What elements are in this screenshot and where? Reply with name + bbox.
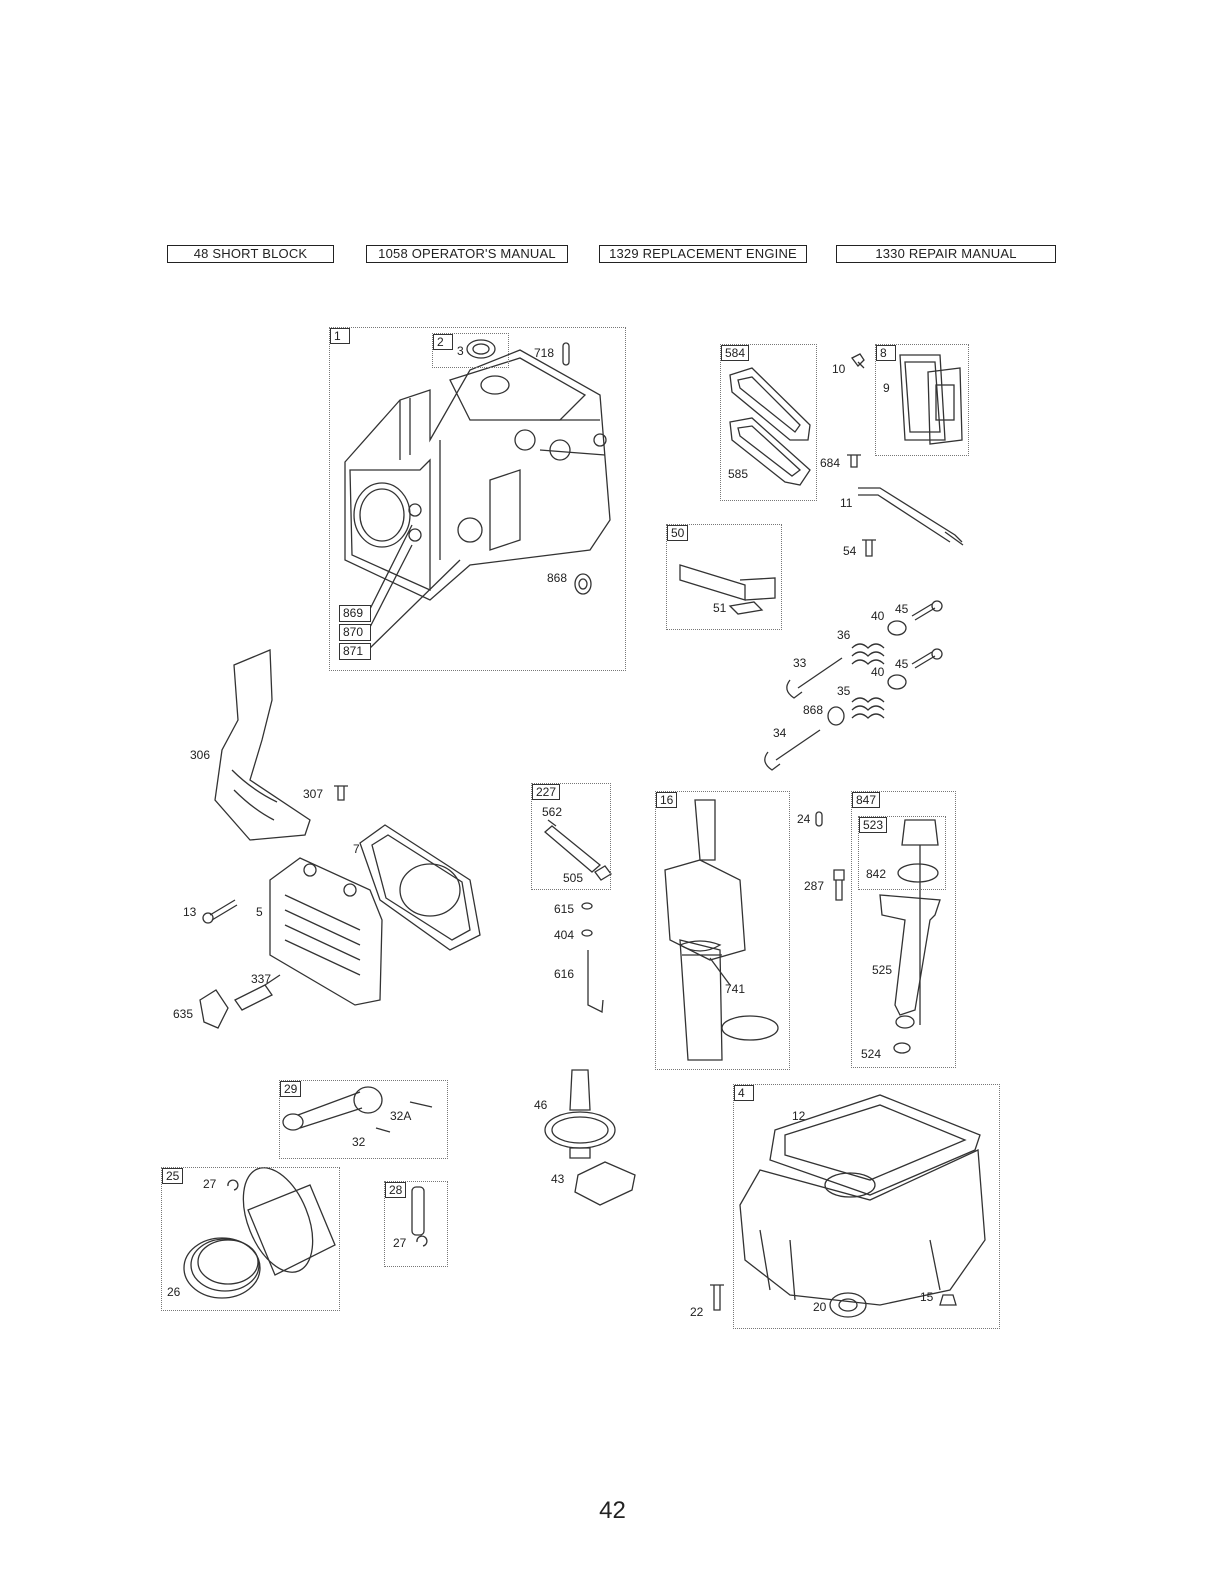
group-tag: 29 xyxy=(280,1081,301,1097)
callout-5: 5 xyxy=(256,906,263,919)
callout-562: 562 xyxy=(542,806,562,819)
group-tag: 50 xyxy=(667,525,688,541)
callout-27: 27 xyxy=(203,1178,216,1191)
callout-3: 3 xyxy=(457,345,464,358)
callout-635: 635 xyxy=(173,1008,193,1021)
group-tag: 847 xyxy=(852,792,880,808)
callout-11: 11 xyxy=(840,497,852,510)
callout-505: 505 xyxy=(563,872,583,885)
callout-43: 43 xyxy=(551,1173,564,1186)
callout-307: 307 xyxy=(303,788,323,801)
callout-26: 26 xyxy=(167,1286,180,1299)
group-tag: 8 xyxy=(876,345,896,361)
group-tag: 25 xyxy=(162,1168,183,1184)
group-tag: 28 xyxy=(385,1182,406,1198)
callout-32: 32 xyxy=(352,1136,365,1149)
callout-40: 40 xyxy=(871,610,884,623)
callout-404: 404 xyxy=(554,929,574,942)
group-seal: 2 xyxy=(432,333,509,368)
group-wrist-pin: 28 xyxy=(384,1181,448,1267)
group-crankshaft: 16 xyxy=(655,791,790,1070)
callout-51: 51 xyxy=(713,602,726,615)
callout-40: 40 xyxy=(871,666,884,679)
callout-33: 33 xyxy=(793,657,806,670)
group-tag: 2 xyxy=(433,334,453,350)
callout-32a: 32A xyxy=(390,1110,411,1123)
callout-524: 524 xyxy=(861,1048,881,1061)
callout-684: 684 xyxy=(820,457,840,470)
callout-54: 54 xyxy=(843,545,856,558)
valves-drawing xyxy=(765,601,942,770)
cylinder-head-drawing xyxy=(270,858,382,1005)
callout-870: 870 xyxy=(339,624,371,641)
callout-616: 616 xyxy=(554,968,574,981)
callout-10: 10 xyxy=(832,363,845,376)
callout-12: 12 xyxy=(792,1110,805,1123)
group-tag: 584 xyxy=(721,345,749,361)
callout-15: 15 xyxy=(920,1291,933,1304)
callout-615: 615 xyxy=(554,903,574,916)
callout-45: 45 xyxy=(895,658,908,671)
callout-36: 36 xyxy=(837,629,850,642)
group-tag: 227 xyxy=(532,784,560,800)
callout-306: 306 xyxy=(190,749,210,762)
group-engine-block: 1 xyxy=(329,327,626,671)
callout-287: 287 xyxy=(804,880,824,893)
group-tag: 4 xyxy=(734,1085,754,1101)
callout-24: 24 xyxy=(797,813,810,826)
callout-585: 585 xyxy=(728,468,748,481)
page-number: 42 xyxy=(0,1497,1225,1525)
callout-337: 337 xyxy=(251,973,271,986)
callout-22: 22 xyxy=(690,1306,703,1319)
callout-20: 20 xyxy=(813,1301,826,1314)
group-tag: 16 xyxy=(656,792,677,808)
callout-869: 869 xyxy=(339,605,371,622)
group-valve-cover: 8 xyxy=(875,344,969,456)
callout-871: 871 xyxy=(339,643,371,660)
callout-9: 9 xyxy=(883,382,890,395)
group-tag: 523 xyxy=(859,817,887,833)
callout-842: 842 xyxy=(866,868,886,881)
group-crankcase-cover: 4 xyxy=(733,1084,1000,1329)
callout-45: 45 xyxy=(895,603,908,616)
callout-46: 46 xyxy=(534,1099,547,1112)
group-piston-assembly: 25 xyxy=(161,1167,340,1311)
callout-741: 741 xyxy=(725,983,745,996)
callout-525: 525 xyxy=(872,964,892,977)
callout-13: 13 xyxy=(183,906,196,919)
callout-34: 34 xyxy=(773,727,786,740)
callout-35: 35 xyxy=(837,685,850,698)
callout-718: 718 xyxy=(534,347,554,360)
callout-868: 868 xyxy=(803,704,823,717)
group-tag: 1 xyxy=(330,328,350,344)
camshaft-drawing xyxy=(545,1070,615,1158)
callout-27: 27 xyxy=(393,1237,406,1250)
callout-7: 7 xyxy=(353,843,360,856)
callout-868: 868 xyxy=(547,572,567,585)
